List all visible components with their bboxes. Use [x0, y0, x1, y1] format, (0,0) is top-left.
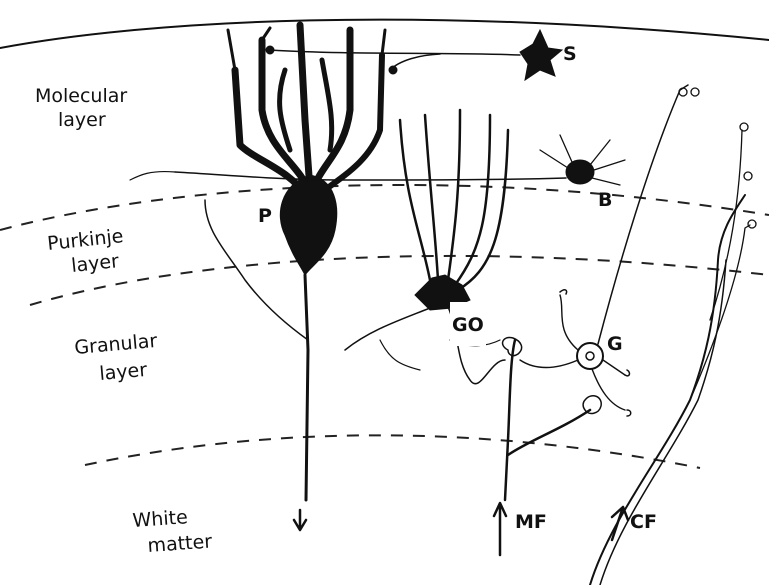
purkinje-cell-label: P	[258, 205, 272, 227]
molecular-layer-label-line1: Molecular	[35, 85, 127, 107]
stellate-branch	[390, 54, 440, 70]
molecular-purkinje-boundary	[0, 185, 769, 230]
golgi-axon	[345, 308, 430, 350]
purkinje-dendrite	[322, 60, 332, 150]
purkinje-granular-boundary	[30, 256, 769, 305]
granular-layer-label-line2: layer	[99, 359, 149, 385]
purkinje-soma	[280, 175, 336, 275]
stellate-cell-label: S	[563, 43, 577, 65]
climbing-fiber-tip	[748, 220, 756, 228]
molecular-layer-label-line2: layer	[58, 109, 106, 131]
climbing-fiber-tip	[744, 172, 752, 180]
golgi-dendrite	[458, 130, 508, 290]
synapse-terminal	[266, 46, 274, 54]
purkinje-dendrite-tip	[262, 28, 270, 40]
climbing-fiber-axon	[590, 195, 745, 585]
purkinje-axon	[305, 275, 308, 500]
stellate-cell	[266, 30, 562, 80]
white-matter-label-line1: White	[132, 506, 189, 532]
granule-cell-label: G	[607, 333, 623, 355]
granule-nucleus	[586, 352, 594, 360]
synapse-terminal	[389, 66, 397, 74]
granular-layer-label-line1: Granular	[74, 330, 159, 359]
climbing-fiber-tip	[740, 123, 748, 131]
purkinje-layer-label-line2: layer	[70, 250, 120, 277]
basket-cell-label: B	[598, 189, 612, 211]
mossy-fiber-input-arrow-icon	[494, 503, 506, 555]
purkinje-dendrite-tip	[228, 30, 235, 70]
purkinje-cell	[205, 25, 385, 530]
mossy-fiber-label: MF	[515, 511, 547, 533]
climbing-fiber-label: CF	[630, 511, 657, 533]
mossy-fiber	[494, 337, 601, 555]
golgi-cell-label: GO	[452, 314, 484, 336]
granule-dendrite	[560, 295, 578, 350]
golgi-dendrite	[448, 110, 460, 280]
granular-white-boundary	[85, 435, 700, 468]
granule-cell	[520, 85, 699, 416]
parallel-fiber-tip	[691, 88, 699, 96]
white-matter-label-line2: matter	[147, 531, 213, 557]
granule-soma	[577, 343, 603, 369]
mossy-rosette	[583, 396, 601, 414]
stellate-soma	[520, 30, 562, 80]
parallel-fiber-tip	[679, 88, 687, 96]
purkinje-dendrite-tip	[382, 30, 385, 55]
granule-dendrite	[603, 360, 625, 375]
mossy-fiber-axon	[505, 340, 515, 500]
basket-axon	[175, 172, 566, 180]
stellate-axon	[270, 50, 520, 55]
basket-axon-tail	[130, 172, 175, 180]
granule-dendrite	[520, 360, 578, 368]
granule-ascending-axon	[598, 85, 688, 344]
purkinje-output-arrow-icon	[294, 510, 306, 530]
purkinje-dendrite	[280, 70, 290, 150]
climbing-fiber-axon	[600, 260, 726, 585]
basket-soma	[566, 160, 594, 184]
purkinje-dendrite	[300, 25, 310, 190]
granule-dendrite	[592, 369, 625, 410]
